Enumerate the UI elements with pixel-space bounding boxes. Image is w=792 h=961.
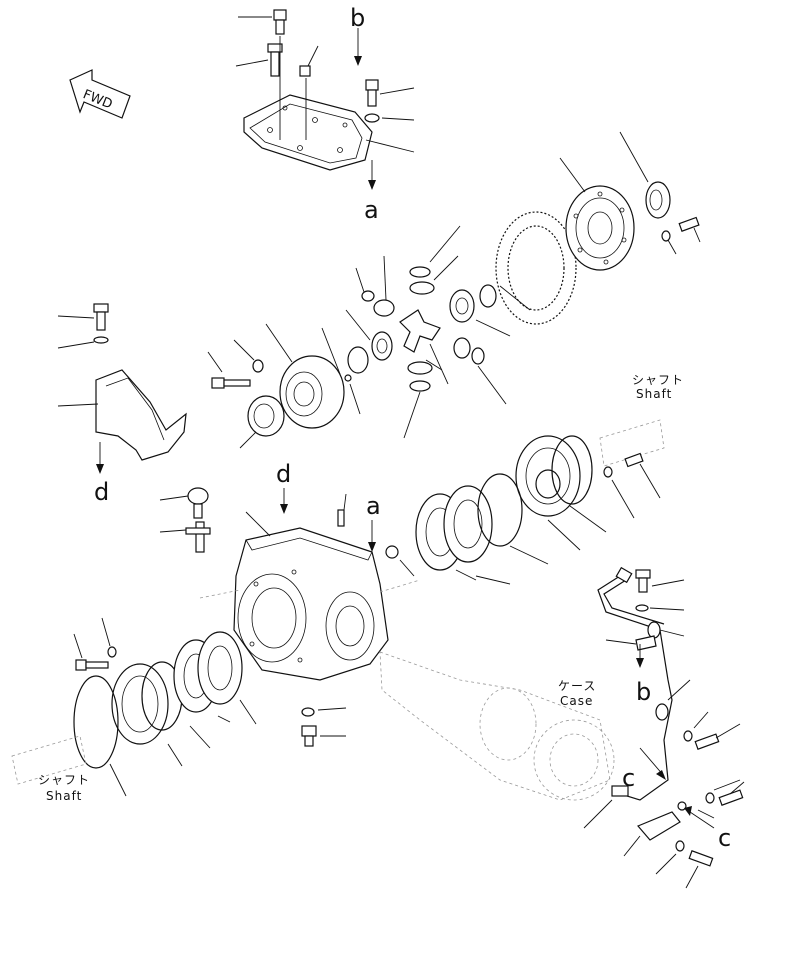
right-bolt bbox=[678, 216, 700, 232]
guard-bolt bbox=[93, 303, 109, 331]
fwd-label: FWD bbox=[81, 87, 115, 112]
shaft-right-en: Shaft bbox=[636, 387, 672, 401]
seal-ring-right bbox=[551, 435, 593, 505]
pipe-washer-1 bbox=[635, 604, 649, 612]
shaft-left-jp: シャフト bbox=[38, 773, 90, 787]
axle-case-dashed bbox=[379, 651, 615, 801]
top-plug bbox=[299, 65, 311, 77]
ref-a-mid: a bbox=[366, 492, 381, 520]
hub-right bbox=[515, 435, 581, 517]
disc-pack-left bbox=[173, 631, 243, 713]
pipe-washer-2 bbox=[683, 730, 693, 742]
pipe-fitting-top bbox=[615, 566, 633, 584]
pipe-bolt-4 bbox=[688, 850, 714, 867]
housing-nut bbox=[385, 545, 399, 559]
pipe-washer-4 bbox=[675, 840, 685, 852]
shaft-right bbox=[599, 419, 665, 467]
guard-plate bbox=[95, 369, 187, 461]
cage-washer bbox=[252, 359, 264, 373]
side-gear-right bbox=[449, 289, 475, 323]
bearing-left bbox=[247, 395, 285, 437]
disc-pack-right bbox=[415, 473, 523, 571]
guard-washer bbox=[93, 336, 109, 344]
left-lower-washer bbox=[107, 646, 117, 658]
ref-d-left: d bbox=[94, 478, 109, 506]
shaft-right-jp: シャフト bbox=[632, 373, 684, 387]
top-bolt-1 bbox=[273, 9, 287, 35]
snap-ring-left bbox=[73, 675, 119, 769]
hub-left bbox=[111, 663, 169, 745]
ref-a-top: a bbox=[364, 196, 379, 224]
axle-housing bbox=[233, 527, 389, 681]
brake-pipe bbox=[597, 575, 673, 801]
fwd-arrow-icon bbox=[69, 69, 131, 119]
case-jp: ケース bbox=[558, 679, 596, 693]
pinion-washer bbox=[453, 337, 471, 359]
pin bbox=[344, 374, 352, 382]
ref-d-mid: d bbox=[276, 460, 291, 488]
side-gear-left bbox=[371, 331, 393, 361]
pipe-bolt-1 bbox=[635, 569, 651, 593]
small-washer bbox=[471, 347, 485, 365]
diff-case bbox=[279, 355, 345, 429]
ref-c-right: c bbox=[718, 824, 731, 852]
ref-c-left: c bbox=[622, 764, 635, 792]
ref-b-top: b bbox=[350, 4, 365, 32]
pipe-bolt-3 bbox=[718, 789, 744, 806]
top-cover-plate bbox=[243, 94, 373, 171]
ref-b-right: b bbox=[636, 678, 651, 706]
top-washer bbox=[364, 113, 380, 123]
carrier-flange bbox=[565, 185, 635, 271]
left-lower-bolt bbox=[75, 659, 109, 671]
shaft-left-en: Shaft bbox=[46, 789, 82, 803]
pinion-gears bbox=[361, 266, 435, 392]
right-mid-bolt bbox=[624, 452, 644, 468]
thrust-washer-right bbox=[479, 284, 497, 308]
breather bbox=[185, 487, 211, 553]
top-bolt-3 bbox=[365, 79, 379, 107]
top-bolt-2 bbox=[267, 43, 283, 77]
cage-bolt bbox=[211, 377, 251, 389]
bearing-right bbox=[645, 181, 671, 219]
case-en: Case bbox=[560, 694, 593, 708]
thrust-washer-left bbox=[347, 346, 369, 374]
spider-cross bbox=[399, 309, 441, 353]
pipe-bracket bbox=[637, 811, 681, 841]
drain-plug bbox=[301, 707, 317, 747]
right-mid-washer bbox=[603, 466, 613, 478]
housing-pin bbox=[337, 509, 345, 527]
pipe-washer-3 bbox=[705, 792, 715, 804]
pipe-clamp-2 bbox=[655, 703, 669, 721]
pipe-bolt-2 bbox=[694, 733, 720, 750]
ring-gear bbox=[495, 211, 577, 325]
pipe-fitting-bottom bbox=[611, 785, 629, 797]
right-washer bbox=[661, 230, 671, 242]
